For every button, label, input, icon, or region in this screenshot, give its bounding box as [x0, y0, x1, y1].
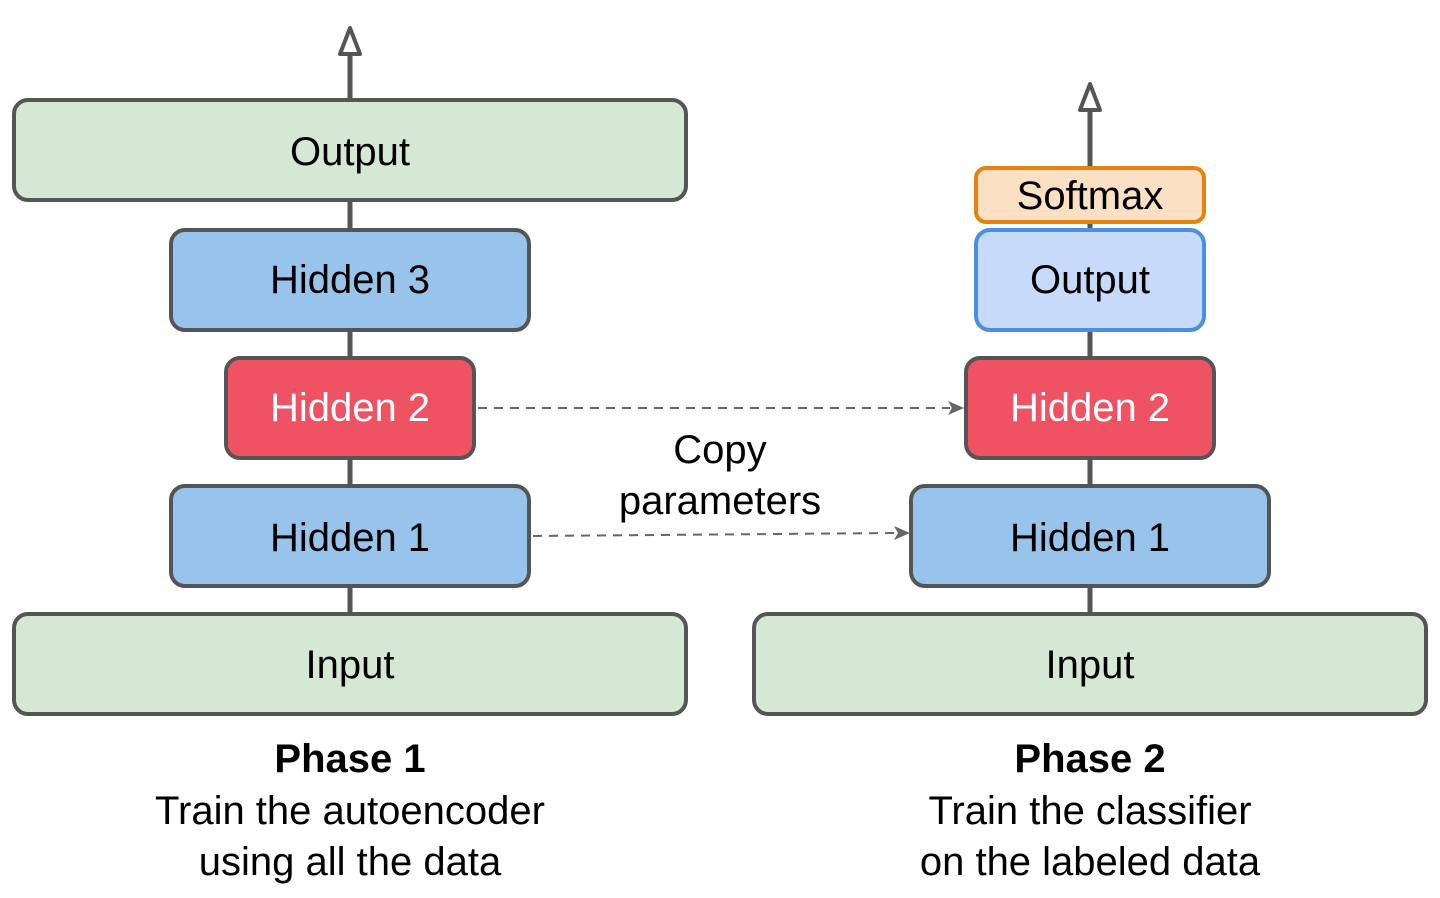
- phase1-title: Phase 1: [274, 737, 425, 781]
- phase2-input-layer: Input: [752, 612, 1428, 716]
- phase2-softmax-label: Softmax: [1017, 174, 1164, 218]
- phase1-hidden1-layer: Hidden 1: [169, 484, 531, 588]
- phase2-output-box: [974, 228, 1206, 332]
- phase1-hidden1-box: [169, 484, 531, 588]
- phase2-up-arrow-icon: [1078, 82, 1102, 112]
- phase1-input-box: [12, 612, 688, 716]
- copy-hidden2-arrowhead-icon: [948, 401, 964, 415]
- phase1-output-box: [12, 98, 688, 202]
- phase1-caption: Phase 1 Train the autoencoder using all …: [155, 737, 545, 884]
- phase1-hidden2-box: [224, 356, 476, 460]
- phase1-output-label: Output: [290, 130, 410, 174]
- copy-label-line2: parameters: [619, 479, 821, 523]
- phase2-output-label: Output: [1030, 258, 1150, 302]
- phase2-hidden2-box: [964, 356, 1216, 460]
- phase1-input-layer: Input: [12, 612, 688, 716]
- phase2-softmax-box: [974, 166, 1206, 224]
- phase1-input-label: Input: [306, 643, 395, 687]
- phase2-hidden1-box: [909, 484, 1271, 588]
- phase2-hidden2-layer: Hidden 2: [964, 356, 1216, 460]
- phase1-description-line2: using all the data: [199, 840, 502, 884]
- phase2-hidden1-layer: Hidden 1: [909, 484, 1271, 588]
- phase2-description-line2: on the labeled data: [920, 840, 1261, 884]
- phase1-hidden3-layer: Hidden 3: [169, 228, 531, 332]
- copy-label-line1: Copy: [673, 428, 766, 472]
- phase2-softmax-layer: Softmax: [974, 166, 1206, 224]
- phase1-description-line1: Train the autoencoder: [155, 789, 545, 833]
- phase1-up-arrow-icon: [338, 26, 362, 56]
- phase2-title: Phase 2: [1014, 737, 1165, 781]
- phase1-hidden3-label: Hidden 3: [270, 258, 430, 302]
- phase1-hidden2-label: Hidden 2: [270, 386, 430, 430]
- phase2-hidden1-label: Hidden 1: [1010, 516, 1170, 560]
- phase1-hidden2-layer: Hidden 2: [224, 356, 476, 460]
- copy-hidden1-connector: [532, 532, 897, 537]
- phase2-input-label: Input: [1046, 643, 1135, 687]
- phase2-caption: Phase 2 Train the classifier on the labe…: [920, 737, 1261, 884]
- phase2-description-line1: Train the classifier: [928, 789, 1251, 833]
- phase1-output-layer: Output: [12, 98, 688, 202]
- phase1-hidden3-box: [169, 228, 531, 332]
- phase2-output-layer: Output: [974, 228, 1206, 332]
- phase1-stack: Output Hidden 3 Hidden 2 Hidden 1 Input: [12, 26, 688, 716]
- copy-connectors: Copy parameters: [478, 401, 964, 540]
- phase1-hidden1-label: Hidden 1: [270, 516, 430, 560]
- copy-hidden1-arrowhead-icon: [894, 526, 910, 540]
- phase2-input-box: [752, 612, 1428, 716]
- phase2-hidden2-label: Hidden 2: [1010, 386, 1170, 430]
- phase2-stack: Softmax Output Hidden 2 Hidden 1 Input: [752, 82, 1428, 716]
